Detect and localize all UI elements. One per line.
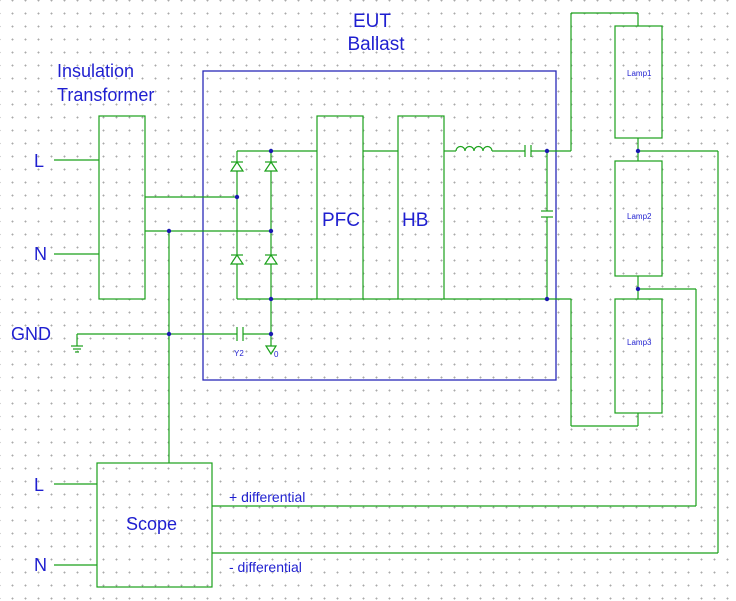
- lamp3-box: [614, 298, 663, 414]
- pfc-block: [316, 115, 364, 300]
- hb-label: HB: [402, 210, 428, 231]
- plus-differential-label: + differential: [229, 489, 305, 505]
- scope-box: [96, 462, 213, 588]
- gnd-label: GND: [11, 324, 51, 344]
- insulation-transformer-box: [98, 115, 146, 300]
- input-n-label: N: [34, 244, 47, 264]
- transformer-label-line1: Insulation: [57, 61, 134, 81]
- transformer-label-line2: Transformer: [57, 85, 154, 105]
- node-zero-label: 0: [274, 350, 279, 359]
- hb-block: [397, 115, 445, 300]
- scope-input-n-label: N: [34, 555, 47, 575]
- wires: [54, 12, 719, 588]
- junction-dots: [166, 148, 641, 337]
- input-l-label: L: [34, 151, 44, 171]
- lamp3-label: Lamp3: [627, 338, 652, 347]
- lamp2-label: Lamp2: [627, 212, 652, 221]
- minus-differential-label: - differential: [229, 559, 302, 575]
- ballast-title: Ballast: [347, 34, 405, 55]
- scope-label: Scope: [126, 514, 177, 534]
- pfc-label: PFC: [322, 210, 360, 231]
- scope-input-l-label: L: [34, 475, 44, 495]
- y2-cap-label: Y2: [234, 349, 244, 358]
- eut-boundary: [202, 70, 557, 381]
- lamp1-box: [614, 25, 663, 139]
- lamp1-label: Lamp1: [627, 69, 652, 78]
- bridge-diodes: [229, 160, 279, 265]
- eut-title: EUT: [353, 11, 391, 32]
